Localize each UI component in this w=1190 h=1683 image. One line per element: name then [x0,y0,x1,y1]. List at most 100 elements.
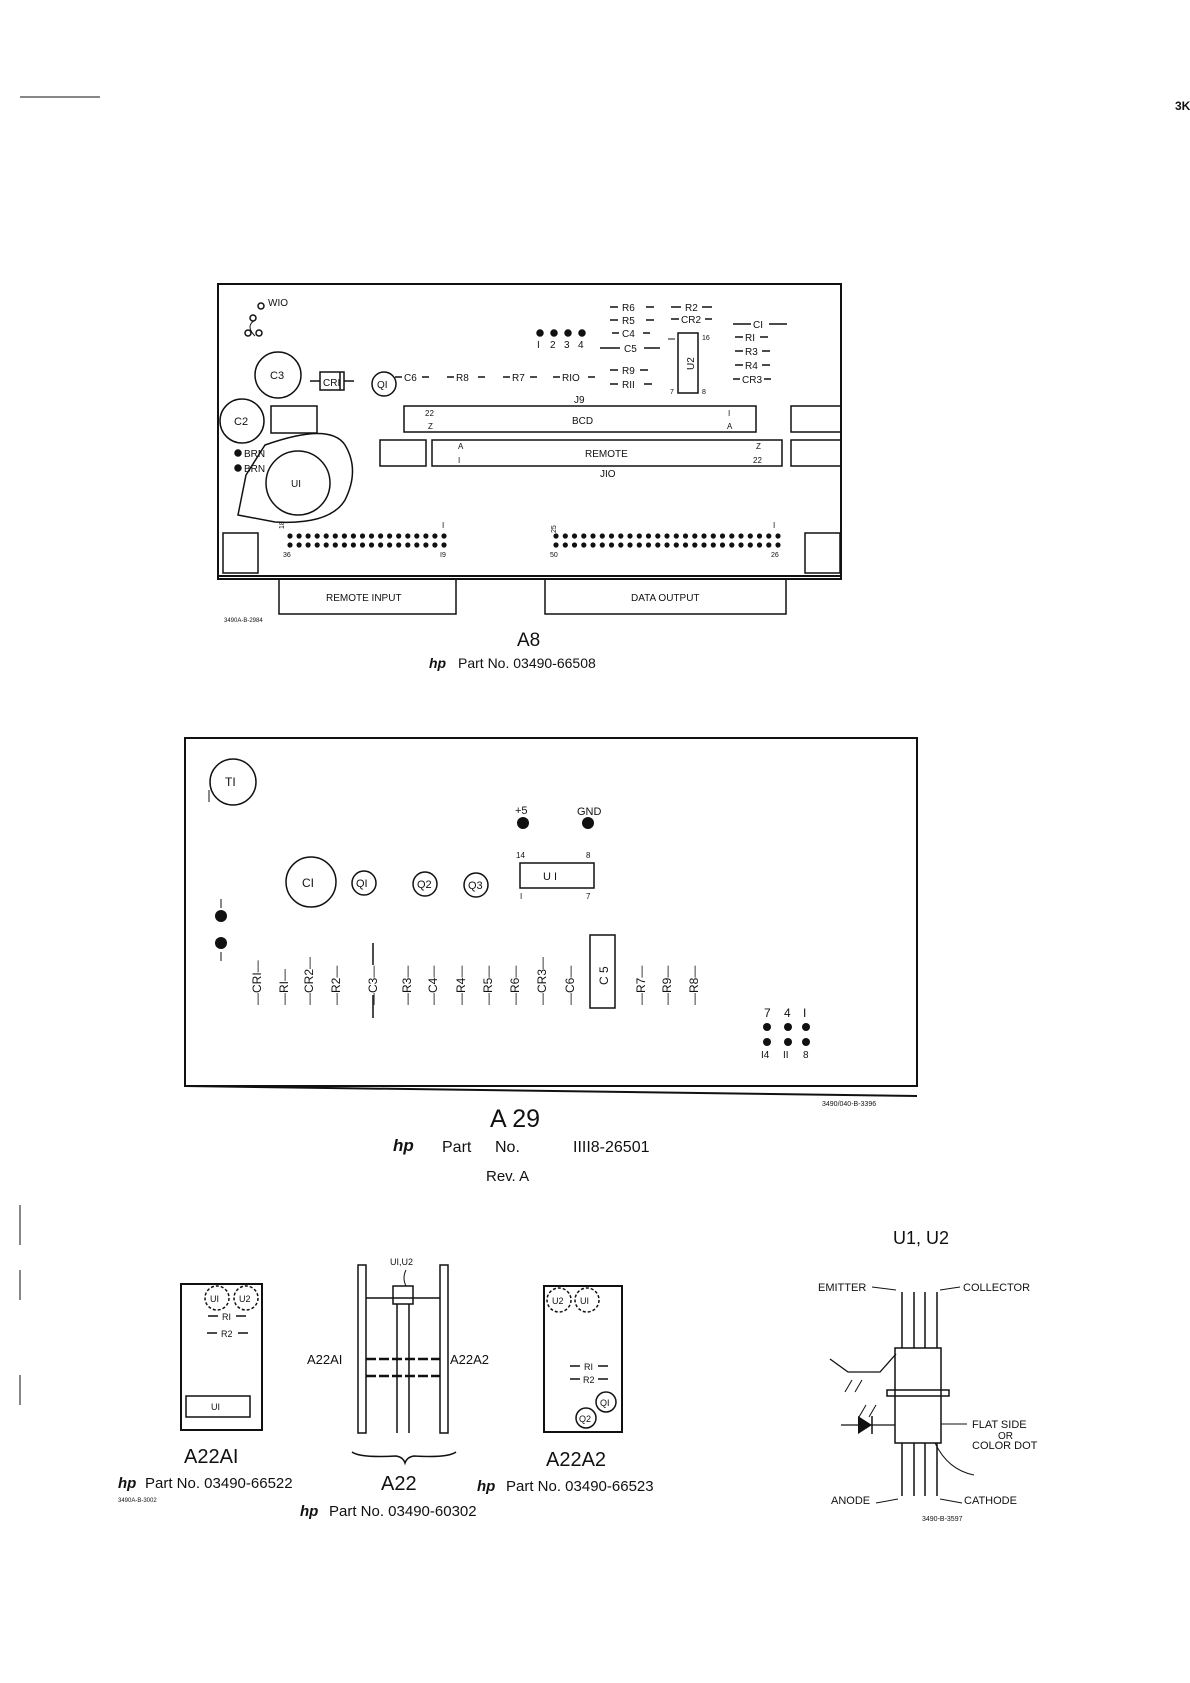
a29-drawing-no: 3490/040-B-3396 [822,1101,876,1108]
edge-pin [350,542,356,548]
vertical-component-label: —C3— [366,966,380,1005]
edge-pin [287,542,293,548]
edge-pin [608,542,615,548]
edge-pin [655,533,661,539]
edge-pin [341,533,347,539]
edge-pin [692,542,698,548]
u1u2-title: U1, U2 [893,1228,949,1248]
edge-pin [682,533,689,539]
edge-pin [729,542,735,548]
vertical-component-label: —R2— [329,966,343,1005]
r2-label: R2 [583,1375,595,1385]
t1-transformer [209,758,257,806]
edge-pin [636,533,642,539]
edge-pin [645,533,652,539]
c5-label: C 5 [597,966,611,985]
bcd-pin: I [728,409,730,418]
edge-pin [701,542,707,548]
edge-pin [599,533,605,539]
c1-label: CI [302,876,314,890]
gnd-label: GND [577,806,602,818]
flat-side-label: FLAT SIDE [972,1419,1027,1431]
r2-label: R2 [685,303,698,314]
u1u2-drawing-no: 3490-B-3597 [922,1516,963,1523]
edge-pin [655,542,661,548]
a29-title: A 29 [490,1105,540,1133]
edge-pin [747,542,753,548]
bcd-label: BCD [572,416,593,427]
edge-pin [766,533,772,539]
edge-pin [719,542,726,548]
c1-capacitor [285,856,337,908]
or-label: OR [998,1431,1013,1442]
a22a1-board: UI U2 RI R2 UI [180,1283,263,1431]
u1-pin: 7 [586,892,591,901]
vertical-component-label: —R4— [454,966,468,1005]
edge-pin [581,542,587,548]
a22a1-title: A22AI [184,1446,238,1468]
brn-label-1: BRN [244,449,265,460]
u1-label: UI [210,1294,219,1304]
edge-pin [296,533,302,539]
q2-transistor [575,1407,597,1429]
u2-pin: 7 [670,389,674,396]
right-component: CI [753,320,763,331]
edge-pin [378,533,384,539]
conn-pin: 4 [784,1006,791,1020]
q2-label: Q2 [417,879,432,891]
edge-pins-data [553,533,781,548]
vertical-component-label: —CRI— [250,960,264,1005]
r2-label: R2 [221,1329,233,1339]
a22a1-side-label: A22AI [307,1352,342,1367]
right-component: RI [745,333,755,344]
u1-pin: 8 [586,851,591,860]
a22a2-outline [543,1285,623,1433]
edge-pin [664,542,670,548]
edge-pin [396,533,402,539]
edge-pin [441,533,447,539]
vertical-component-label: —R6— [508,966,522,1005]
edge-pin [405,533,411,539]
u2-pin: 16 [702,335,710,342]
edge-pin [738,542,744,548]
hp-logo: hp [477,1478,495,1495]
a22-brace [351,1451,457,1466]
a8-title: A8 [517,630,540,651]
edge-pin [350,533,356,539]
edge-pin [775,542,781,548]
cr1-label: CRI [323,378,340,389]
u1u2-label: UI,U2 [390,1257,413,1267]
color-dot-label: COLOR DOT [972,1440,1038,1452]
u2-label: U2 [239,1294,251,1304]
edge-pin-label: 50 [550,552,558,559]
u1-label: U I [543,871,557,883]
collector-label: COLLECTOR [963,1282,1030,1294]
hp-logo: hp [429,655,447,671]
edge-pin [359,533,366,539]
edge-pin [756,533,763,539]
remote-pin: 22 [753,456,762,465]
row-component: C6 [404,373,417,384]
edge-pin-label: 25 [551,525,558,533]
r1-label: RI [222,1312,231,1322]
a22a2-part-number: Part No. 03490-66523 [506,1478,654,1495]
a29-rev: Rev. A [486,1168,529,1185]
right-component: R4 [745,361,758,372]
edge-pin [441,542,447,548]
u2-ic [677,332,699,394]
vertical-component-label: —CR2— [302,957,316,1005]
a29-part-number: IIII8-26501 [573,1139,650,1156]
q3-transistor [463,872,489,898]
edge-pin [775,533,781,539]
edge-pin [414,533,420,539]
edge-pin [571,533,578,539]
q1-transistor [595,1391,617,1413]
edge-pin [627,533,633,539]
q1-label: QI [600,1398,610,1408]
edge-pin [305,533,311,539]
edge-pin [673,533,679,539]
u1-box-label: UI [211,1402,220,1412]
mid-component: R9 [622,366,635,377]
edge-pin [314,533,320,539]
